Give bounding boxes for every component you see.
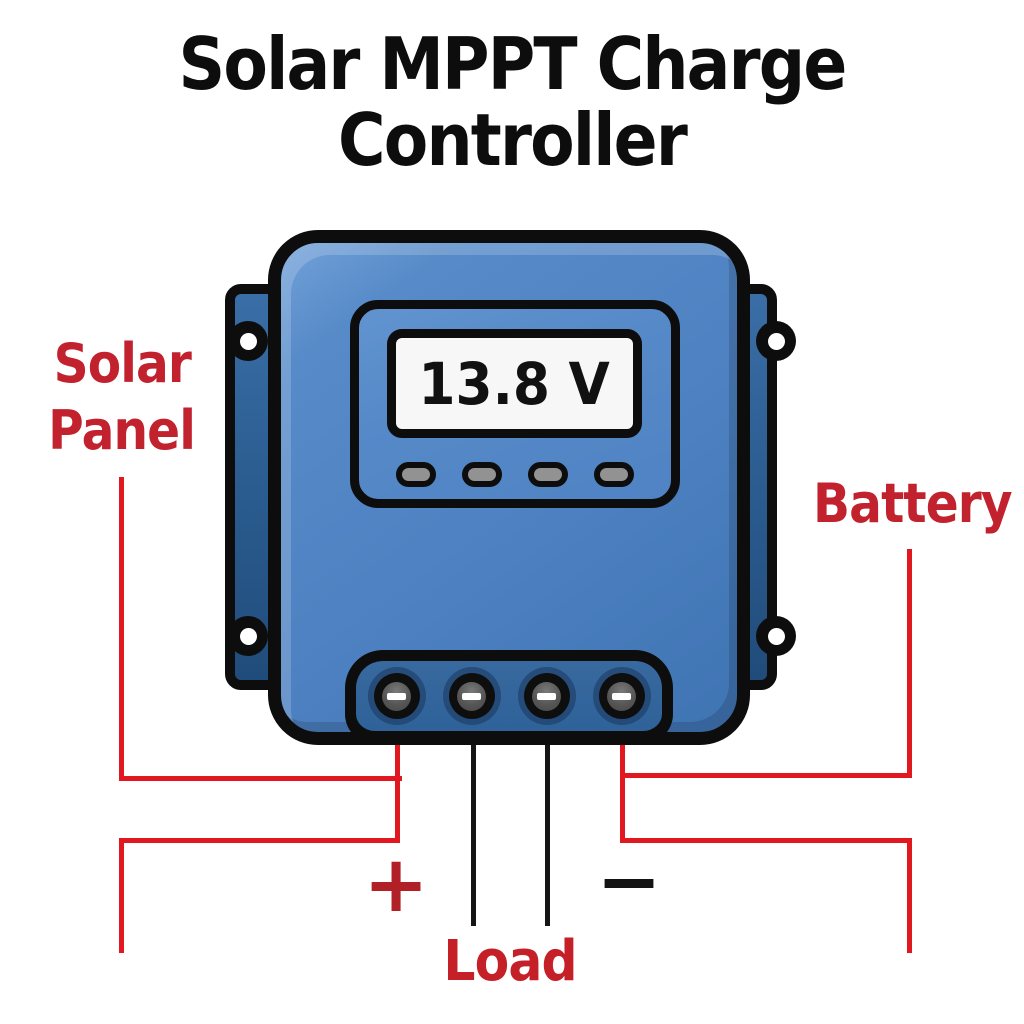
minus-polarity-sign: −	[596, 837, 662, 927]
solar-panel-label-line2: Panel	[48, 399, 197, 462]
solar-panel-label-line1: Solar	[53, 332, 191, 395]
panel-button-2	[462, 461, 502, 487]
terminal-slot-icon	[387, 692, 406, 700]
load-wire-left	[471, 720, 476, 926]
solar-wire-horizontal-upper	[119, 776, 402, 781]
terminal-battery	[598, 673, 645, 719]
load-label: Load	[443, 929, 577, 994]
panel-button-4	[594, 461, 634, 487]
terminal-block	[345, 650, 673, 744]
screw-hole-bottom-left	[228, 616, 268, 656]
battery-wire-vertical-upper	[907, 549, 912, 778]
solar-wire-horizontal-lower	[119, 838, 400, 843]
terminal-slot-icon	[462, 692, 481, 700]
panel-button-1	[396, 461, 436, 487]
solar-wire-vertical-upper	[119, 477, 124, 781]
lcd-screen: 13.8 V	[387, 329, 642, 438]
solar-panel-label: Solar Panel	[12, 330, 232, 464]
page-title: Solar MPPT Charge Controller	[0, 26, 1024, 178]
lcd-voltage-value: 13.8 V	[418, 349, 611, 418]
terminal-load-plus	[448, 673, 495, 719]
screw-hole-icon	[239, 627, 257, 645]
battery-wire-horizontal-lower	[622, 838, 912, 843]
battery-wire-horizontal-upper	[620, 773, 912, 778]
screw-hole-icon	[239, 332, 257, 350]
terminal-slot-icon	[537, 692, 556, 700]
plus-polarity-sign: +	[363, 840, 429, 930]
battery-terminal-wire	[620, 720, 625, 843]
battery-wire-vertical-lower	[907, 838, 912, 953]
screw-hole-bottom-right	[756, 616, 796, 656]
terminal-solar	[373, 673, 420, 719]
terminal-slot-icon	[612, 692, 631, 700]
battery-label: Battery	[813, 472, 1013, 535]
solar-wire-vertical-lower	[119, 838, 124, 953]
screw-hole-icon	[767, 627, 785, 645]
panel-button-3	[528, 461, 568, 487]
page-title-line1: Solar MPPT Charge	[178, 22, 848, 106]
terminal-screw-icon	[532, 681, 561, 711]
solar-terminal-wire	[395, 720, 400, 843]
panel-button-row	[350, 460, 680, 488]
screw-hole-top-right	[756, 321, 796, 361]
terminal-screw-icon	[457, 681, 486, 711]
terminal-load-minus	[523, 673, 570, 719]
terminal-screw-icon	[382, 681, 411, 711]
screw-hole-icon	[767, 332, 785, 350]
screw-hole-top-left	[228, 321, 268, 361]
terminal-screw-icon	[607, 681, 636, 711]
page-title-line2: Controller	[338, 98, 688, 182]
load-wire-right	[545, 720, 550, 926]
